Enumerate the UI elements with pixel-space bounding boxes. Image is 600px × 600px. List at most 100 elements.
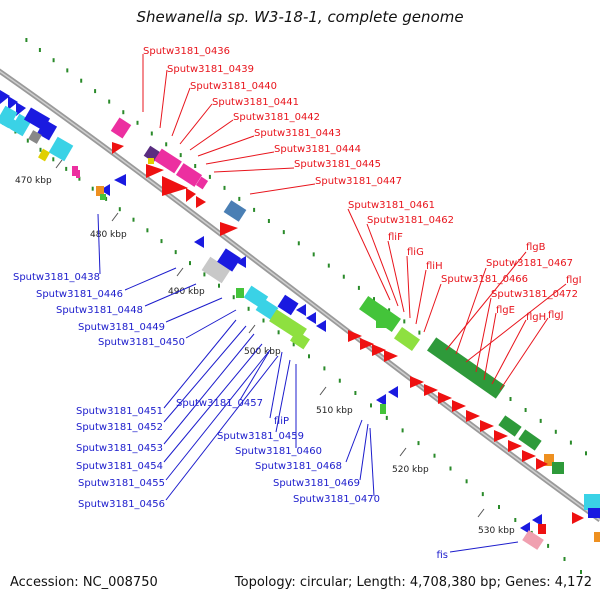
- gene-box: [255, 298, 279, 320]
- guide-dot: [312, 252, 315, 257]
- guide-dot: [262, 318, 265, 323]
- guide-dot: [253, 207, 256, 212]
- gene-box: [584, 494, 600, 510]
- gene-label: flgH: [526, 312, 546, 323]
- guide-dot: [66, 68, 69, 73]
- gene-arrow: [8, 96, 18, 110]
- gene-label: Sputw3181_0447: [315, 176, 402, 187]
- gene-arrow: [536, 458, 548, 470]
- gene-label: Sputw3181_0444: [274, 144, 361, 155]
- guide-dot: [232, 295, 235, 300]
- guide-dot: [585, 451, 587, 456]
- gene-features-outer: [0, 90, 600, 524]
- guide-dot: [26, 138, 29, 143]
- gene-label: fliG: [407, 247, 424, 258]
- guide-dot: [179, 153, 182, 158]
- gene-label: Sputw3181_0441: [212, 97, 299, 108]
- gene-arrow: [452, 400, 466, 412]
- gene-arrow: [424, 384, 438, 396]
- accession-text: Accession: NC_008750: [10, 575, 158, 590]
- gene-box: [2, 115, 18, 131]
- guide-dot: [524, 408, 527, 412]
- genome-summary-text: Topology: circular; Length: 4,708,380 bp…: [234, 575, 592, 590]
- guide-dot: [160, 239, 163, 244]
- guide-dot: [403, 319, 406, 324]
- guide-dot: [354, 391, 357, 395]
- guide-dot: [105, 196, 108, 201]
- guide-dot: [327, 263, 330, 268]
- gene-arrow: [494, 430, 508, 442]
- guide-dot: [385, 415, 388, 420]
- gene-label: Sputw3181_0448: [56, 305, 143, 316]
- guide-dot: [218, 283, 220, 288]
- gene-box: [100, 194, 106, 200]
- guide-dot: [277, 330, 280, 335]
- gene-label: flgI: [566, 275, 582, 286]
- gene-label: Sputw3181_0472: [491, 289, 578, 300]
- gene-box: [594, 532, 600, 542]
- forward-labels: Sputw3181_0436 Sputw3181_0439 Sputw3181_…: [143, 46, 582, 323]
- gene-label: Sputw3181_0442: [233, 112, 320, 123]
- guide-dot: [267, 219, 270, 223]
- gene-box: [518, 429, 542, 451]
- gene-label: Sputw3181_0456: [78, 499, 165, 510]
- guide-dot: [338, 378, 341, 383]
- scale-labels: 470 kbp 480 kbp 490 kbp 500 kbp 510 kbp …: [15, 176, 515, 536]
- scale-label: 500 kbp: [244, 347, 281, 357]
- gene-features-inner: [96, 174, 600, 550]
- guide-dot: [65, 166, 68, 171]
- guide-dot: [118, 207, 121, 212]
- gene-arrow: [146, 164, 164, 178]
- gene-box: [588, 508, 600, 518]
- guide-dot: [80, 78, 83, 83]
- gene-label: Sputw3181_0439: [167, 64, 254, 75]
- gene-arrow: [220, 222, 238, 236]
- guide-dot: [78, 176, 81, 181]
- gene-arrow: [522, 450, 536, 462]
- gene-label: flgJ: [548, 310, 564, 321]
- gene-label: fliH: [426, 261, 443, 272]
- gene-label: Sputw3181_0468: [255, 461, 342, 472]
- scale-label: 480 kbp: [90, 230, 127, 240]
- gene-arrow: [376, 394, 386, 406]
- guide-dot: [91, 186, 94, 191]
- gene-box: [110, 117, 132, 139]
- gene-box: [359, 295, 401, 333]
- scale-label: 490 kbp: [168, 287, 205, 297]
- gene-arrow: [572, 512, 584, 524]
- gene-arrow: [438, 392, 452, 404]
- gene-arrow: [372, 344, 386, 356]
- genome-backbone-highlight: [0, 70, 600, 521]
- gene-label: Sputw3181_0446: [36, 289, 123, 300]
- gene-box: [154, 148, 182, 174]
- gene-arrow: [162, 176, 188, 196]
- gene-label: flgB: [526, 242, 546, 253]
- gene-label: Sputw3181_0450: [98, 337, 185, 348]
- gene-box: [376, 318, 386, 328]
- guide-dot: [203, 272, 206, 277]
- gene-arrow: [112, 142, 124, 154]
- gene-box: [290, 330, 310, 350]
- gene-label: Sputw3181_0461: [348, 200, 435, 211]
- guide-dot: [297, 241, 300, 246]
- gene-arrow: [466, 410, 480, 422]
- guide-dot: [94, 89, 97, 94]
- gene-label: fliF: [388, 232, 403, 243]
- gene-label: Sputw3181_0440: [190, 81, 277, 92]
- gene-box: [28, 130, 42, 144]
- gene-box: [544, 454, 554, 466]
- guide-dot: [539, 418, 542, 423]
- gene-arrow: [296, 304, 306, 316]
- guide-dot: [342, 274, 345, 279]
- guide-dot: [308, 354, 310, 359]
- gene-box: [393, 326, 421, 352]
- gene-arrow: [114, 174, 126, 186]
- gene-box: [236, 288, 244, 298]
- guide-dot: [165, 142, 168, 147]
- gene-label: Sputw3181_0454: [76, 461, 163, 472]
- gene-label: Sputw3181_0438: [13, 272, 100, 283]
- gene-box: [223, 200, 247, 222]
- guide-dot: [194, 164, 197, 168]
- guide-dot: [580, 570, 582, 574]
